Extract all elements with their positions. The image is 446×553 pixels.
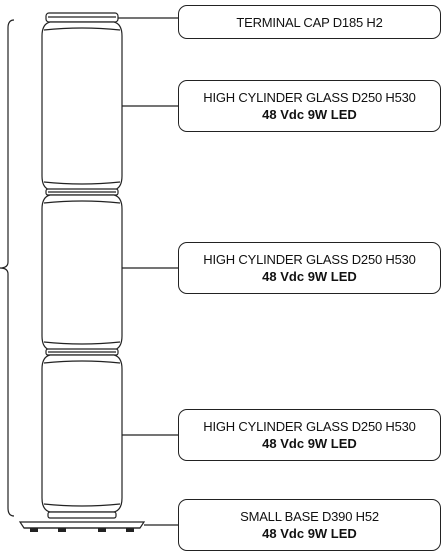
- callout-spec: 48 Vdc 9W LED: [262, 526, 357, 541]
- joint-2-part: [45, 348, 119, 356]
- height-bracket: [0, 19, 15, 517]
- joint-1-part: [45, 188, 119, 196]
- callout-spec: 48 Vdc 9W LED: [262, 269, 357, 284]
- callout-glass-cylinder-3: HIGH CYLINDER GLASS D250 H530 48 Vdc 9W …: [178, 409, 441, 461]
- callout-glass-cylinder-1: HIGH CYLINDER GLASS D250 H530 48 Vdc 9W …: [178, 80, 441, 132]
- callout-name: HIGH CYLINDER GLASS D250 H530: [203, 252, 416, 267]
- callout-small-base: SMALL BASE D390 H52 48 Vdc 9W LED: [178, 499, 441, 551]
- callout-spec: 48 Vdc 9W LED: [262, 436, 357, 451]
- base-foot: [58, 528, 66, 532]
- base-foot: [30, 528, 38, 532]
- callout-name: SMALL BASE D390 H52: [240, 509, 379, 524]
- base-foot: [126, 528, 134, 532]
- base-foot: [98, 528, 106, 532]
- callout-glass-cylinder-2: HIGH CYLINDER GLASS D250 H530 48 Vdc 9W …: [178, 242, 441, 294]
- callout-name: HIGH CYLINDER GLASS D250 H530: [203, 90, 416, 105]
- glass-cylinder-3-part: [41, 354, 123, 513]
- small-base-part: [18, 511, 146, 529]
- callout-name: HIGH CYLINDER GLASS D250 H530: [203, 419, 416, 434]
- terminal-cap-part: [45, 12, 119, 23]
- glass-cylinder-1-part: [41, 21, 123, 191]
- glass-cylinder-2-part: [41, 194, 123, 351]
- callout-spec: 48 Vdc 9W LED: [262, 107, 357, 122]
- callout-terminal-cap: TERMINAL CAP D185 H2: [178, 5, 441, 39]
- callout-name: TERMINAL CAP D185 H2: [236, 14, 383, 30]
